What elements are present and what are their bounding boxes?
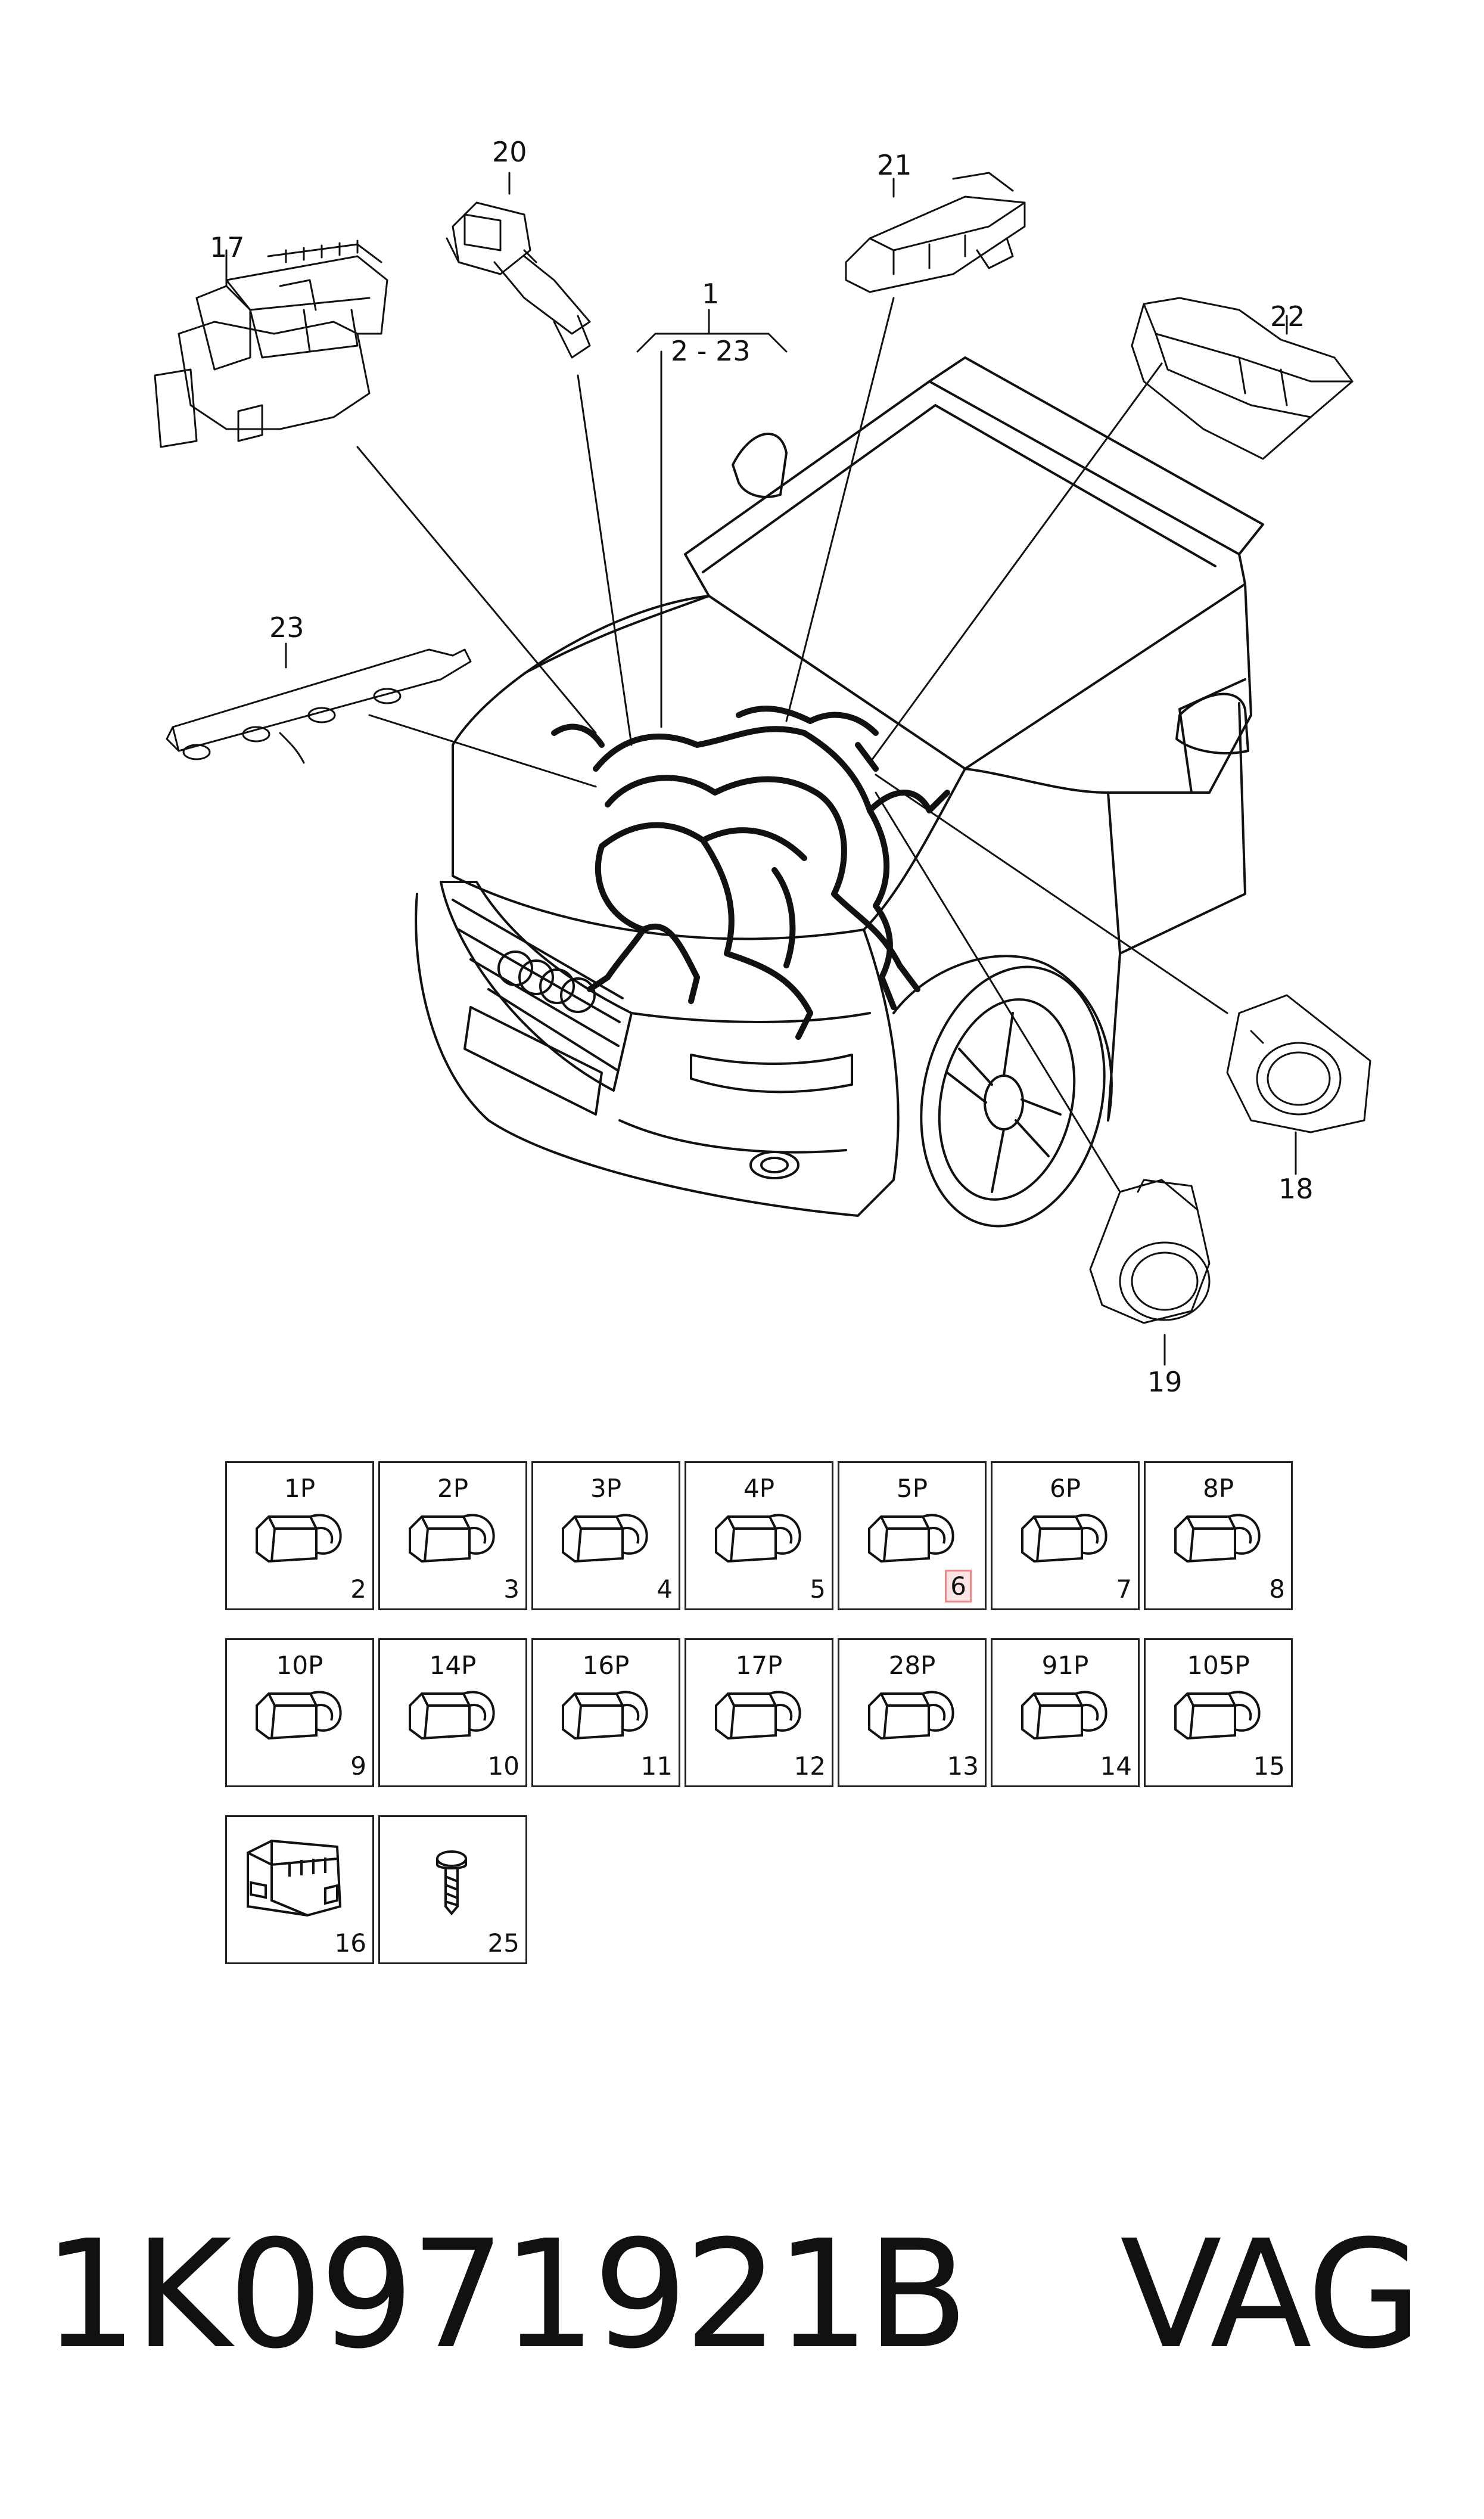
connector-cell: 105P 15 bbox=[1144, 1638, 1293, 1787]
callout-1: 1 bbox=[702, 278, 720, 310]
connector-cell: 4P 5 bbox=[685, 1461, 833, 1610]
callout-22: 22 bbox=[1270, 300, 1305, 333]
connector-icon bbox=[562, 1691, 648, 1740]
item-number: 4 bbox=[657, 1574, 673, 1604]
part-18-grommet bbox=[1226, 994, 1371, 1133]
connector-cell: 5P 6 bbox=[838, 1461, 987, 1610]
connector-cell: 16P 11 bbox=[531, 1638, 680, 1787]
pin-count: 5P bbox=[896, 1474, 928, 1503]
pin-count: 105P bbox=[1187, 1651, 1250, 1680]
callout-18: 18 bbox=[1278, 1173, 1314, 1205]
connector-cell: 1P 2 bbox=[225, 1461, 374, 1610]
brand-name: VAG bbox=[1120, 2208, 1422, 2381]
pin-count: 10P bbox=[276, 1651, 323, 1680]
item-number: 9 bbox=[350, 1751, 366, 1781]
connector-icon bbox=[868, 1514, 954, 1563]
part-21-cover bbox=[845, 172, 1026, 293]
item-number: 16 bbox=[334, 1928, 366, 1958]
connector-icon bbox=[409, 1691, 495, 1740]
connector-icon bbox=[1174, 1514, 1261, 1563]
pin-count: 14P bbox=[429, 1651, 477, 1680]
item-number: 3 bbox=[503, 1574, 519, 1604]
connector-cell: 91P 14 bbox=[991, 1638, 1140, 1787]
item-number: 10 bbox=[487, 1751, 519, 1781]
connector-icon bbox=[1021, 1691, 1107, 1740]
housing-icon bbox=[247, 1839, 342, 1917]
item-number: 2 bbox=[350, 1574, 366, 1604]
item-number: 14 bbox=[1100, 1751, 1132, 1781]
part-23-rail bbox=[166, 648, 472, 764]
pin-count: 16P bbox=[582, 1651, 630, 1680]
connector-icon bbox=[409, 1514, 495, 1563]
part-number: 1K0971921B bbox=[43, 2208, 969, 2381]
leader-lines bbox=[225, 172, 1297, 1366]
part-20-sensor bbox=[446, 201, 591, 359]
item-number: 8 bbox=[1269, 1574, 1285, 1604]
pin-count: 6P bbox=[1049, 1474, 1081, 1503]
connector-icon bbox=[1021, 1514, 1107, 1563]
housing-cell: 16 bbox=[225, 1815, 374, 1964]
pin-count: 3P bbox=[590, 1474, 622, 1503]
pin-count: 8P bbox=[1202, 1474, 1234, 1503]
pin-count: 4P bbox=[743, 1474, 775, 1503]
item-number: 13 bbox=[947, 1751, 979, 1781]
item-number: 7 bbox=[1116, 1574, 1132, 1604]
callout-19: 19 bbox=[1147, 1366, 1183, 1398]
car-illustration bbox=[415, 356, 1264, 1228]
connector-cell: 2P 3 bbox=[378, 1461, 527, 1610]
connector-icon bbox=[715, 1691, 801, 1740]
connector-cell: 10P 9 bbox=[225, 1638, 374, 1787]
wiring-harness bbox=[551, 706, 950, 1040]
connector-icon bbox=[256, 1514, 342, 1563]
pin-count: 1P bbox=[284, 1474, 316, 1503]
connector-cell: 17P 12 bbox=[685, 1638, 833, 1787]
part-22-duct bbox=[1131, 297, 1354, 460]
connector-icon bbox=[562, 1514, 648, 1563]
screw-cell: 25 bbox=[378, 1815, 527, 1964]
callout-23: 23 bbox=[269, 611, 304, 644]
callout-20: 20 bbox=[492, 136, 527, 168]
connector-cell: 8P 8 bbox=[1144, 1461, 1293, 1610]
callout-17: 17 bbox=[210, 231, 245, 263]
screw-icon bbox=[436, 1850, 467, 1916]
wiring-harness-diagram bbox=[154, 172, 1371, 1366]
connector-icon bbox=[715, 1514, 801, 1563]
connector-icon bbox=[256, 1691, 342, 1740]
pin-count: 28P bbox=[888, 1651, 936, 1680]
pin-count: 2P bbox=[437, 1474, 469, 1503]
part-17-relay-box bbox=[154, 240, 388, 448]
pin-count: 17P bbox=[735, 1651, 783, 1680]
connector-cell: 3P 4 bbox=[531, 1461, 680, 1610]
callout-21: 21 bbox=[877, 149, 912, 181]
connector-cell: 28P 13 bbox=[838, 1638, 987, 1787]
item-number: 5 bbox=[810, 1574, 826, 1604]
connector-icon bbox=[1174, 1691, 1261, 1740]
item-number-highlighted: 6 bbox=[945, 1570, 972, 1602]
item-number: 12 bbox=[794, 1751, 826, 1781]
item-number: 25 bbox=[487, 1928, 519, 1958]
connector-cell: 6P 7 bbox=[991, 1461, 1140, 1610]
pin-count: 91P bbox=[1041, 1651, 1089, 1680]
connector-cell: 14P 10 bbox=[378, 1638, 527, 1787]
part-19-grommet bbox=[1089, 1179, 1211, 1324]
item-number: 11 bbox=[640, 1751, 673, 1781]
callout-1-range: 2 - 23 bbox=[671, 335, 751, 367]
connector-icon bbox=[868, 1691, 954, 1740]
item-number: 15 bbox=[1253, 1751, 1285, 1781]
